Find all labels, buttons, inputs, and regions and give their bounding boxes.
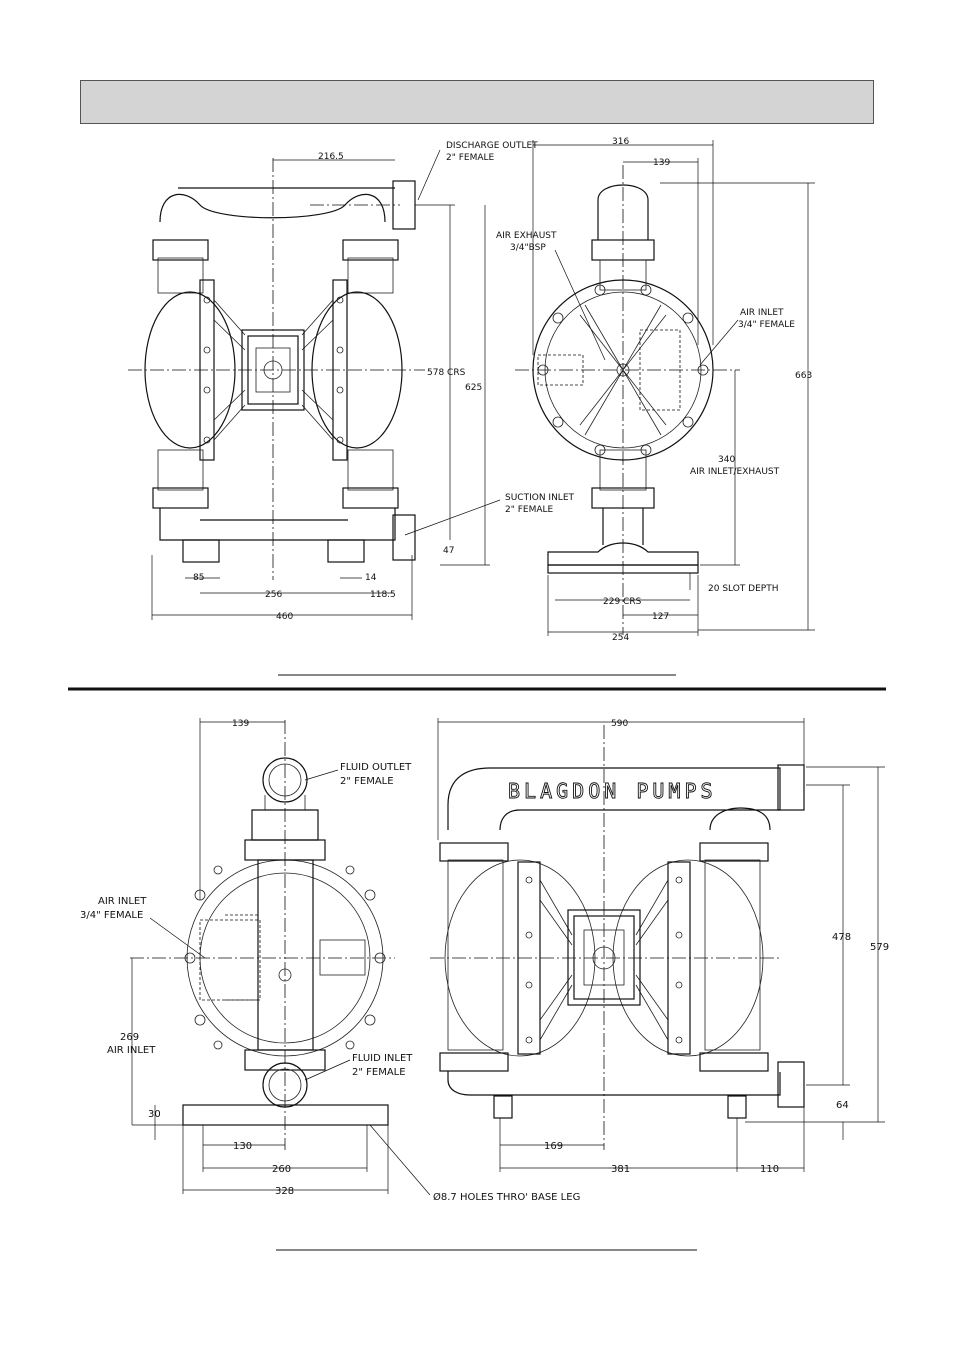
- dim-328: 328: [275, 1186, 294, 1197]
- fluid-outlet-label: FLUID OUTLET: [340, 762, 412, 773]
- dim-64: 64: [836, 1100, 849, 1111]
- dim-590: 590: [611, 719, 628, 729]
- dim-381: 381: [611, 1164, 630, 1175]
- dim-139-lower: 139: [232, 719, 249, 729]
- dim-110: 110: [760, 1164, 779, 1175]
- air-exhaust-label: AIR EXHAUST: [496, 231, 557, 241]
- dim-256: 256: [265, 590, 282, 600]
- top-side-view: 316 139 663 340 AIR INLET/EXHAUST AIR EX…: [496, 137, 815, 643]
- dim-30: 30: [148, 1109, 161, 1120]
- dim-14: 14: [365, 573, 377, 583]
- dim-625: 625: [465, 383, 482, 393]
- air-inlet-side-label: AIR INLET: [98, 896, 147, 907]
- dim-169: 169: [544, 1141, 563, 1152]
- holes-label: Ø8.7 HOLES THRO' BASE LEG: [433, 1191, 580, 1203]
- dim-269: 269: [120, 1032, 139, 1043]
- dim-478: 478: [832, 932, 851, 943]
- suction-inlet-label: SUCTION INLET: [505, 493, 575, 503]
- air-inlet-exhaust-label: AIR INLET/EXHAUST: [690, 467, 780, 477]
- dim-340: 340: [718, 455, 735, 465]
- fluid-inlet-label: FLUID INLET: [352, 1053, 413, 1064]
- fluid-inlet-size-label: 2" FEMALE: [352, 1067, 406, 1078]
- bottom-side-view: 139 FLUID OUTLET 2" FEMALE AIR INLET 3/4…: [80, 718, 580, 1203]
- air-inlet-size-label: 3/4" FEMALE: [738, 320, 795, 330]
- air-inlet-label: AIR INLET: [740, 308, 784, 318]
- air-exhaust-size-label: 3/4"BSP: [510, 243, 546, 253]
- header-bar: [80, 80, 874, 124]
- dim-579: 579: [870, 942, 889, 953]
- discharge-outlet-label: DISCHARGE OUTLET: [446, 141, 538, 151]
- dim-316: 316: [612, 137, 629, 147]
- brand-text: BLAGDON PUMPS: [508, 779, 717, 803]
- dim-460: 460: [276, 612, 293, 622]
- air-inlet-side-size-label: 3/4" FEMALE: [80, 910, 143, 921]
- dim-47: 47: [443, 546, 454, 556]
- dim-130: 130: [233, 1141, 252, 1152]
- bottom-front-view: BLAGDON PUMPS 590 478: [430, 718, 889, 1175]
- dim-663: 663: [795, 371, 812, 381]
- dim-216-5: 216.5: [318, 152, 344, 162]
- discharge-size-label: 2" FEMALE: [446, 153, 495, 163]
- dim-127: 127: [652, 612, 669, 622]
- slot-depth-label: 20 SLOT DEPTH: [708, 584, 778, 594]
- dim-139: 139: [653, 158, 670, 168]
- top-front-view: 216.5 578 CRS 625 47 DISCHARGE OUTLET 2"…: [128, 141, 575, 622]
- dim-229-crs: 229 CRS: [603, 597, 642, 607]
- fluid-outlet-size-label: 2" FEMALE: [340, 776, 394, 787]
- dim-118-5: 118.5: [370, 590, 396, 600]
- dim-578-crs: 578 CRS: [427, 368, 466, 378]
- dim-260: 260: [272, 1164, 291, 1175]
- dim-85: 85: [193, 573, 204, 583]
- suction-size-label: 2" FEMALE: [505, 505, 554, 515]
- dim-254: 254: [612, 633, 629, 643]
- air-inlet-side-label-2: AIR INLET: [107, 1045, 156, 1056]
